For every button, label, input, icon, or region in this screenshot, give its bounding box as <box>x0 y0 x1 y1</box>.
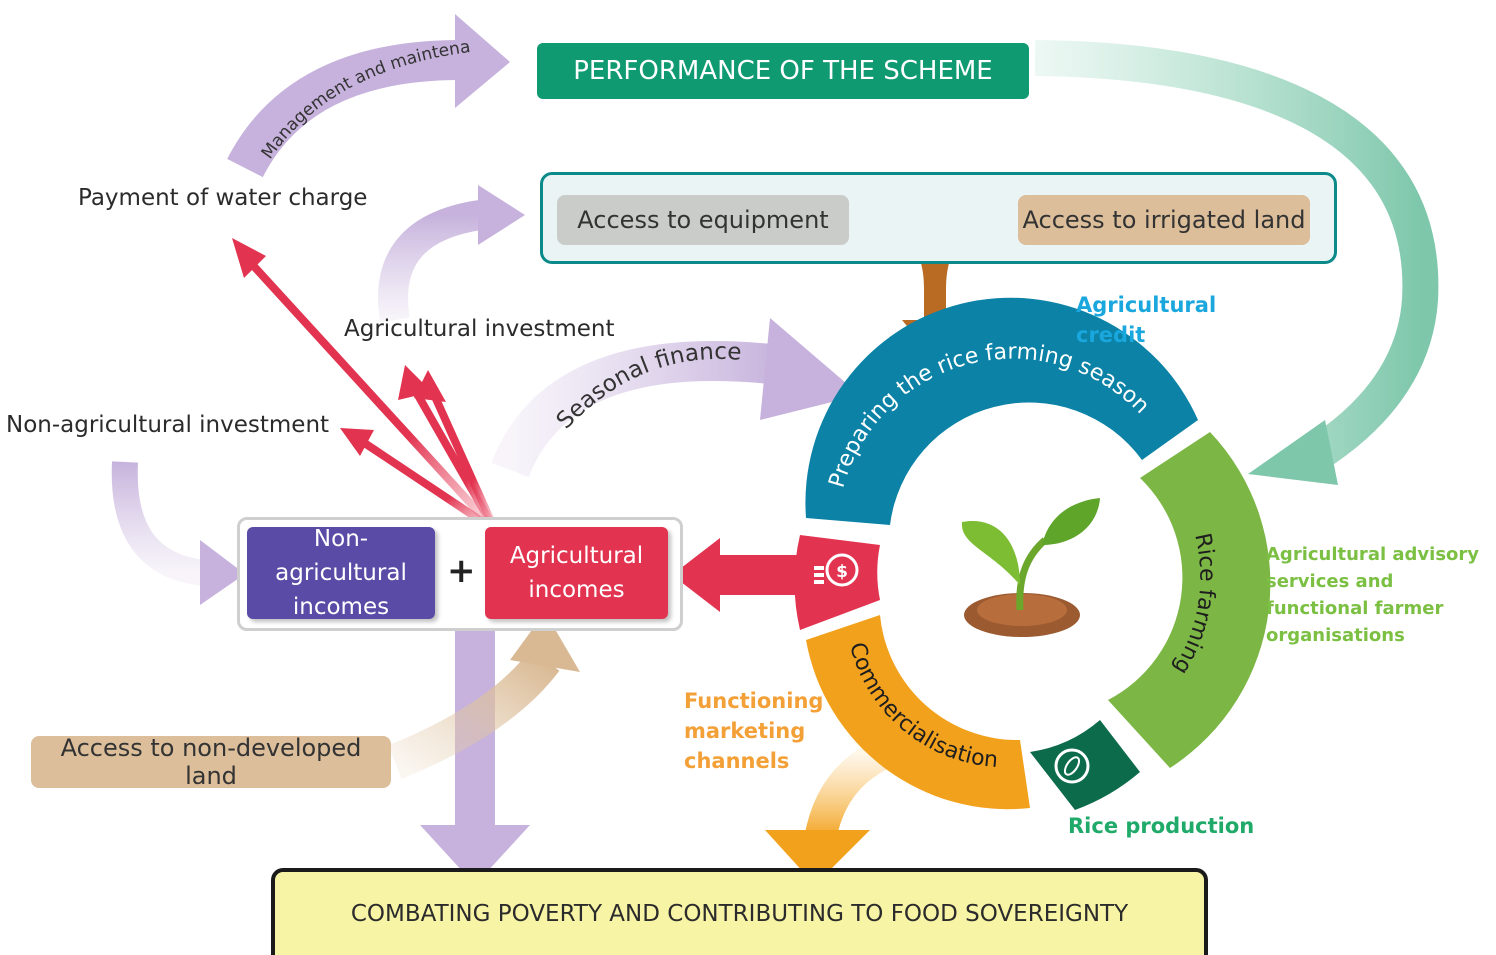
payment-water-charge-label: Payment of water charge <box>78 185 368 211</box>
management-arc-arrow <box>227 40 461 178</box>
non-agricultural-investment-label: Non-agricultural investment <box>6 412 330 438</box>
access-equipment-label: Access to equipment <box>577 206 829 234</box>
non-ag-investment-arrowhead <box>200 540 245 605</box>
access-non-developed-land-label: Access to non-developed land <box>60 734 362 790</box>
incomes-segment <box>794 535 880 630</box>
non-agricultural-incomes-box: Non-agricultural incomes <box>247 526 435 620</box>
non-agricultural-incomes-label: Non-agricultural incomes <box>275 526 407 620</box>
investment-arrowhead <box>478 185 525 245</box>
plus-sign: + <box>447 551 476 591</box>
access-non-developed-land-box: Access to non-developed land <box>31 734 391 790</box>
non-developed-land-arrow <box>388 648 560 779</box>
performance-to-ring-arrow <box>1034 40 1439 471</box>
ring-to-incomes-arrowhead <box>672 538 720 612</box>
management-arrowhead <box>455 14 510 108</box>
advisory-services-label: Agricultural advisory services and funct… <box>1266 544 1480 646</box>
seasonal-finance-arrow <box>491 340 783 478</box>
rice-grain-icon <box>1054 748 1090 784</box>
agricultural-incomes-box: Agricultural incomes <box>485 527 668 619</box>
performance-label: PERFORMANCE OF THE SCHEME <box>573 56 993 86</box>
sprout-icon <box>961 498 1100 637</box>
coin-icon: $ <box>814 553 859 587</box>
ring-to-incomes-bar <box>715 555 800 595</box>
commercialisation-segment <box>806 615 1030 810</box>
seasonal-finance-arrowhead <box>760 318 860 420</box>
agricultural-credit-label: Agricultural credit <box>1076 293 1217 347</box>
performance-to-ring-arrowhead <box>1248 420 1338 485</box>
rice-farming-segment <box>1108 432 1271 768</box>
agricultural-incomes-label: Agricultural incomes <box>509 543 644 603</box>
access-irrigated-land-box: Access to irrigated land <box>1018 195 1310 245</box>
access-equipment-box: Access to equipment <box>557 195 849 245</box>
functioning-channels-label: Functioning marketing channels <box>684 689 824 773</box>
preparing-season-segment <box>805 297 1198 525</box>
farming-cycle <box>794 297 1271 810</box>
red-investment-arrows <box>232 238 499 534</box>
commercialisation-arrowhead <box>765 830 870 885</box>
incomes-down-arrowhead <box>420 825 530 885</box>
non-developed-land-arrowhead <box>510 612 580 672</box>
performance-box: PERFORMANCE OF THE SCHEME <box>537 43 1029 99</box>
investment-arc-arrow <box>378 200 483 323</box>
combating-poverty-box: COMBATING POVERTY AND CONTRIBUTING TO FO… <box>271 868 1208 955</box>
non-ag-investment-arrow <box>111 461 207 586</box>
combating-poverty-label: COMBATING POVERTY AND CONTRIBUTING TO FO… <box>350 900 1129 927</box>
agricultural-investment-label: Agricultural investment <box>344 316 615 342</box>
svg-text:$: $ <box>836 562 848 582</box>
rice-production-label: Rice production <box>1068 814 1255 838</box>
brown-stem <box>924 270 946 320</box>
rice-production-segment <box>1030 720 1140 810</box>
access-irrigated-land-label: Access to irrigated land <box>1022 206 1306 234</box>
commercialisation-down-arrow <box>804 740 888 844</box>
